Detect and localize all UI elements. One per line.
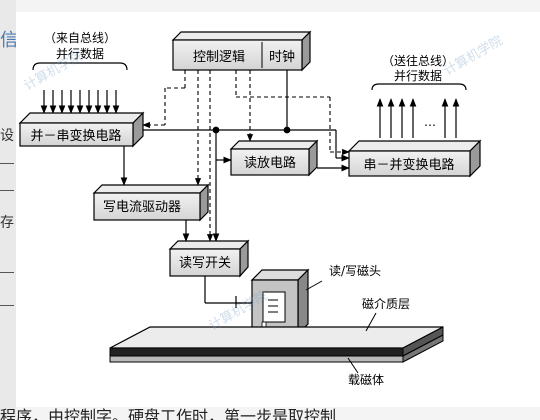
par-to-ser-box: 并－串变换电路 xyxy=(18,111,145,148)
ser-to-par-label: 串－并变换电路 xyxy=(363,157,454,173)
input-source-label: （来自总线） xyxy=(44,31,116,45)
output-data-label: 并行数据 xyxy=(394,68,442,83)
input-bracket xyxy=(32,62,128,71)
input-arrows xyxy=(40,90,120,114)
text-fragment-1: 设 xyxy=(0,128,14,144)
control-logic-box: 控制逻辑 时钟 xyxy=(171,30,312,72)
input-data-label: 并行数据 xyxy=(56,46,104,61)
par-to-ser-label: 并－串变换电路 xyxy=(30,128,121,144)
text-fragment-2: 存 xyxy=(0,215,14,231)
output-arrows xyxy=(376,98,460,138)
divider-line xyxy=(0,190,14,191)
magnetic-media xyxy=(109,326,444,363)
divider-line xyxy=(0,272,14,273)
rw-head-label: 读/写磁头 xyxy=(329,263,381,278)
write-driver-label: 写电流驱动器 xyxy=(103,200,181,215)
bottom-body-text: 程序，由控制字。硬盘工作时，第一步是取控制 xyxy=(0,407,337,420)
rw-switch-box: 读写开关 xyxy=(168,239,250,278)
left-strip xyxy=(0,0,16,419)
carrier-pointer xyxy=(347,357,359,374)
write-driver-box: 写电流驱动器 xyxy=(92,183,210,222)
slide-title-fragment: 信 xyxy=(0,30,18,51)
output-bracket xyxy=(371,83,467,91)
read-amp-box: 读放电路 xyxy=(229,139,319,177)
carrier-label: 载磁体 xyxy=(348,372,384,387)
media-pointer xyxy=(365,312,377,332)
read-amp-label: 读放电路 xyxy=(244,155,296,171)
media-label: 磁介质层 xyxy=(362,296,410,311)
output-ellipsis: … xyxy=(424,115,436,129)
divider-line xyxy=(0,163,14,164)
output-dest-label: （送往总线） xyxy=(382,53,454,68)
clock-label: 时钟 xyxy=(269,49,295,65)
rw-switch-label: 读写开关 xyxy=(179,256,231,271)
control-logic-label: 控制逻辑 xyxy=(193,50,245,65)
divider-line xyxy=(0,305,14,306)
control-lines xyxy=(142,70,350,242)
rw-head-icon xyxy=(250,268,310,336)
ser-to-par-box: 串－并变换电路 xyxy=(347,139,482,178)
rw-head-pointer xyxy=(305,280,323,291)
